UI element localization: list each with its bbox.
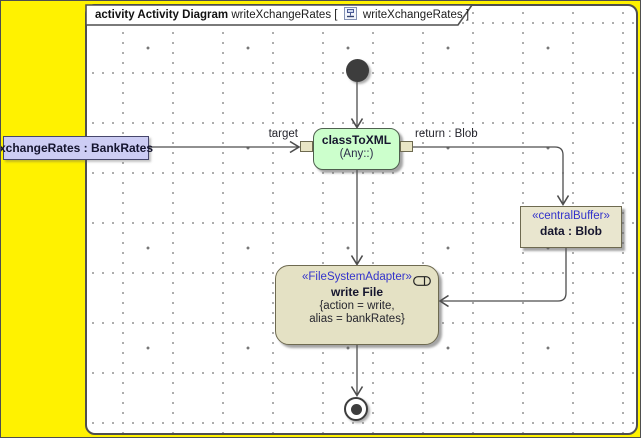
frame-heading-text: activity Activity Diagram writeXchangeRa… — [95, 7, 469, 22]
initial-node[interactable] — [346, 59, 369, 82]
diagram-ref-name: writeXchangeRates — [362, 9, 463, 21]
open-bracket: [ — [334, 9, 338, 21]
output-pin-return[interactable] — [400, 141, 413, 152]
diagram-kind-label: activity Activity Diagram — [95, 9, 229, 21]
action-classToXML[interactable]: classToXML (Any::) — [313, 128, 400, 170]
action-name: classToXML — [321, 133, 392, 147]
central-buffer-stereotype: «centralBuffer» — [532, 210, 610, 222]
write-file-name: write File — [330, 285, 383, 299]
write-file-stereotype: «FileSystemAdapter» — [302, 271, 412, 283]
write-file-constraint-1: {action = write, — [319, 300, 395, 312]
object-node-xchangeRates[interactable]: xchangeRates : BankRates — [1, 136, 153, 160]
pin-label-return-blob[interactable]: return : Blob — [415, 128, 478, 140]
activity-diagram-icon — [343, 7, 357, 25]
frame-heading-tab[interactable] — [85, 4, 477, 26]
action-write-file[interactable]: «FileSystemAdapter» write File {action =… — [275, 265, 439, 345]
write-file-constraint-2: alias = bankRates} — [309, 313, 405, 325]
object-node-label: xchangeRates : BankRates — [0, 141, 154, 155]
call-behavior-icon — [413, 273, 431, 291]
close-bracket: ] — [465, 9, 470, 21]
input-pin-target[interactable] — [300, 141, 313, 152]
action-behavior: (Any::) — [339, 148, 374, 160]
central-buffer-name: data : Blob — [540, 224, 602, 238]
activity-final-node[interactable] — [344, 397, 368, 421]
activity-name: writeXchangeRates — [231, 9, 332, 21]
pin-label-target[interactable]: target — [268, 128, 298, 140]
activity-final-inner-dot — [350, 403, 362, 415]
central-buffer-node[interactable]: «centralBuffer» data : Blob — [520, 206, 622, 248]
